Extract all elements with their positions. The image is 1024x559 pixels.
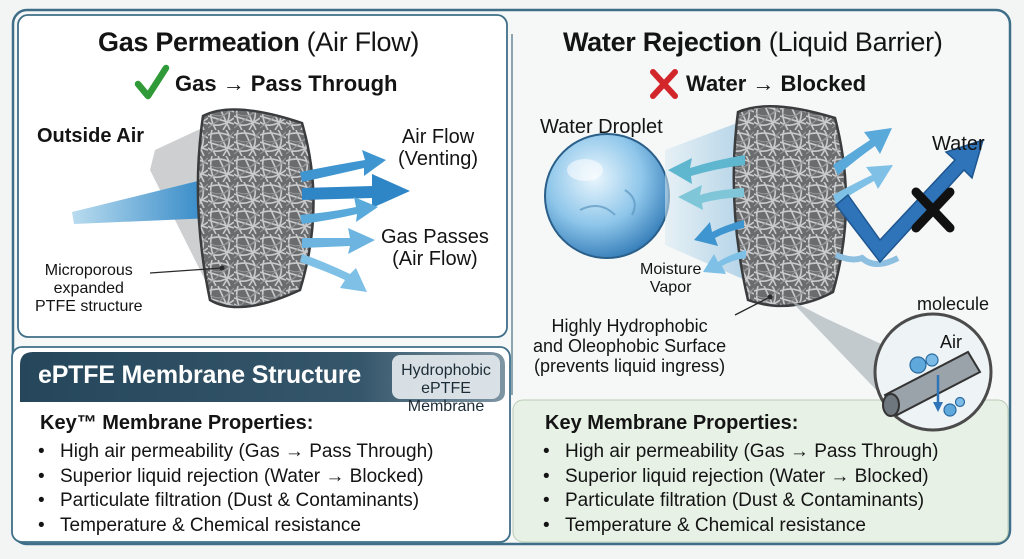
x-mark-icon: [650, 69, 678, 99]
water-blocked-subtitle: Water → Blocked: [686, 71, 867, 96]
membrane-structure-banner: [20, 352, 505, 402]
gas-pass-through-subtitle: Gas → Pass Through: [175, 71, 398, 96]
list-item: Superior liquid rejection (Water → Block…: [541, 465, 938, 490]
hydrophobic-surface-label: Highly Hydrophobic and Oleophobic Surfac…: [533, 316, 727, 377]
list-item: High air permeability (Gas → Pass Throug…: [36, 440, 433, 465]
hydrophobic-eptfe-tag: Hydrophobic ePTFE Membrane: [401, 362, 491, 415]
membrane-structure-title: ePTFE Membrane Structure: [38, 361, 362, 389]
list-item: Particulate filtration (Dust & Contamina…: [36, 489, 433, 514]
checkmark-icon: [134, 64, 170, 100]
list-item: Temperature & Chemical resistance: [541, 514, 938, 539]
list-item: Superior liquid rejection (Water → Block…: [36, 465, 433, 490]
air-flow-arrows: [300, 150, 410, 292]
outside-air-arrow: [72, 178, 212, 224]
list-item: Particulate filtration (Dust & Contamina…: [541, 489, 938, 514]
left-properties-list: High air permeability (Gas → Pass Throug…: [36, 440, 433, 538]
right-properties-heading: Key Membrane Properties:: [545, 412, 799, 434]
water-droplet: [544, 133, 670, 259]
water-droplet-label: Water Droplet: [540, 116, 663, 138]
microporous-leader-line: [149, 267, 223, 274]
air-label: Air: [940, 332, 962, 352]
gas-passes-label: Gas Passes (Air Flow): [381, 226, 489, 270]
deflected-water-arrows: [668, 155, 746, 274]
eptfe-membrane-left: [196, 108, 315, 309]
molecule-label: molecule: [917, 294, 990, 314]
water-rejection-title: Water Rejection (Liquid Barrier): [563, 27, 943, 57]
eptfe-membrane-right: [732, 105, 848, 308]
hydrophobic-leader-line: [734, 296, 771, 316]
list-item: High air permeability (Gas → Pass Throug…: [541, 440, 938, 465]
hydrophobic-tag-background: [392, 355, 500, 399]
right-properties-list: High air permeability (Gas → Pass Throug…: [541, 440, 938, 538]
blocked-x-icon: [911, 187, 955, 233]
microporous-ptfe-label: Microporous expanded PTFE structure: [35, 262, 143, 315]
water-label: Water: [932, 133, 985, 155]
gas-permeation-title: Gas Permeation (Air Flow): [98, 27, 420, 57]
list-item: Temperature & Chemical resistance: [36, 514, 433, 539]
air-flow-venting-label: Air Flow (Venting): [398, 126, 479, 170]
outside-air-label: Outside Air: [37, 125, 145, 147]
moisture-vapor-label: Moisture Vapor: [640, 261, 702, 296]
left-properties-heading: Key™ Membrane Properties:: [40, 412, 314, 434]
fiber-closeup: [882, 350, 982, 417]
